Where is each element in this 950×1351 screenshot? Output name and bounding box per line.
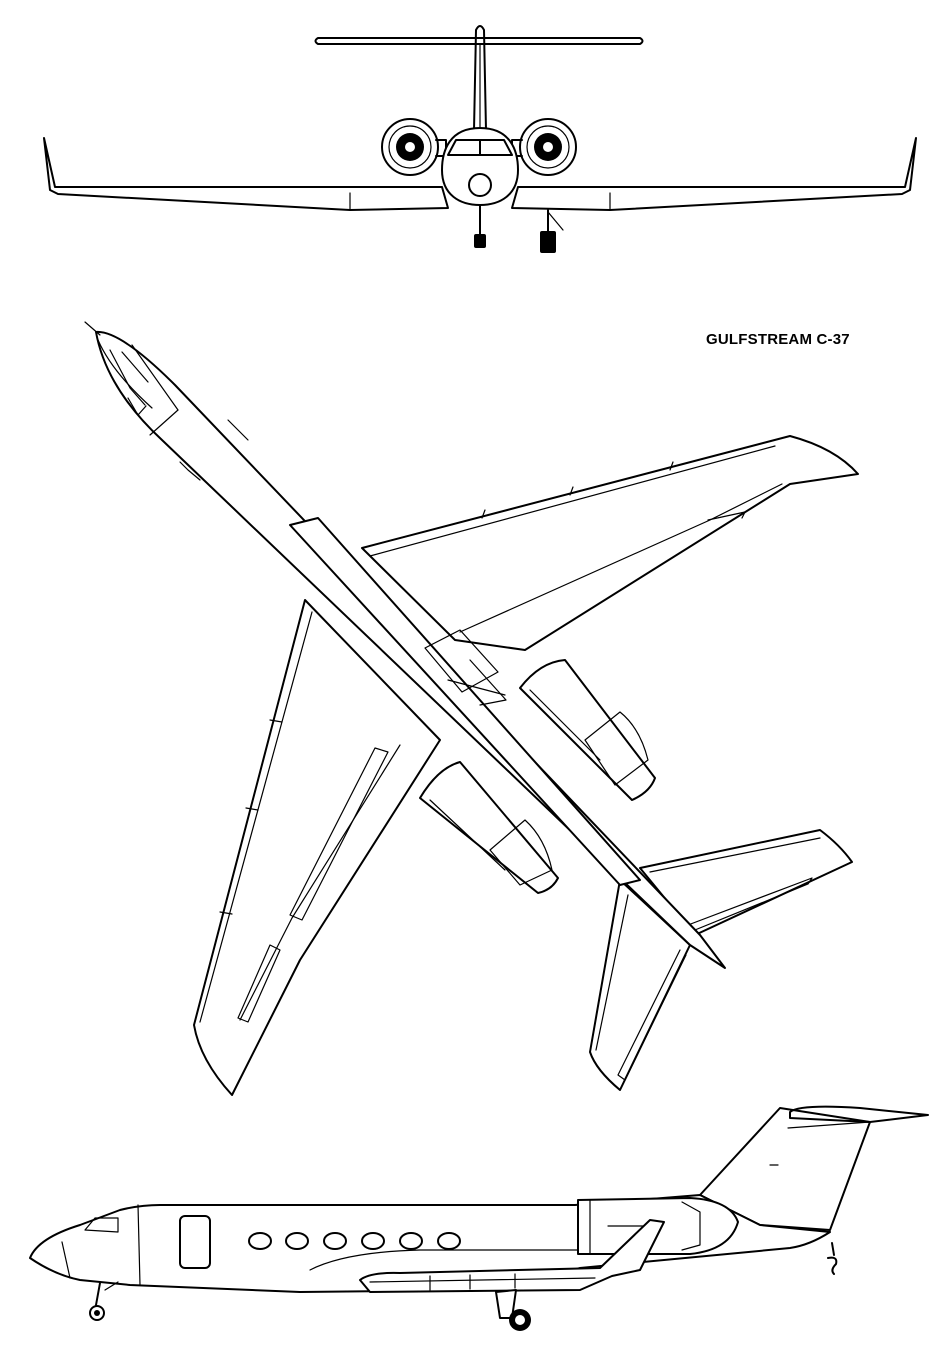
left-stabilizer-top: [589, 879, 691, 1091]
fuselage-front: [441, 127, 519, 206]
side-view: [29, 1105, 929, 1331]
cabin-windows: [248, 1232, 461, 1250]
left-engine-front: [381, 118, 447, 176]
fuselage-top: [84, 321, 726, 969]
left-wing-top: [193, 599, 441, 1096]
side-landing-gear: [89, 1242, 838, 1331]
front-view: [43, 25, 917, 253]
vertical-fin: [473, 25, 487, 131]
top-view: [84, 321, 859, 1096]
right-engine-top: [519, 659, 656, 801]
wing-side: [359, 1219, 665, 1293]
right-engine-front: [511, 118, 577, 176]
front-landing-gear: [474, 204, 564, 253]
horizontal-stabilizer: [314, 37, 644, 45]
drawing-title: GULFSTREAM C-37: [706, 331, 850, 348]
left-engine-top: [419, 761, 559, 894]
right-wing-top: [361, 435, 859, 651]
front-wings: [43, 137, 917, 211]
right-stabilizer-top: [639, 829, 853, 936]
